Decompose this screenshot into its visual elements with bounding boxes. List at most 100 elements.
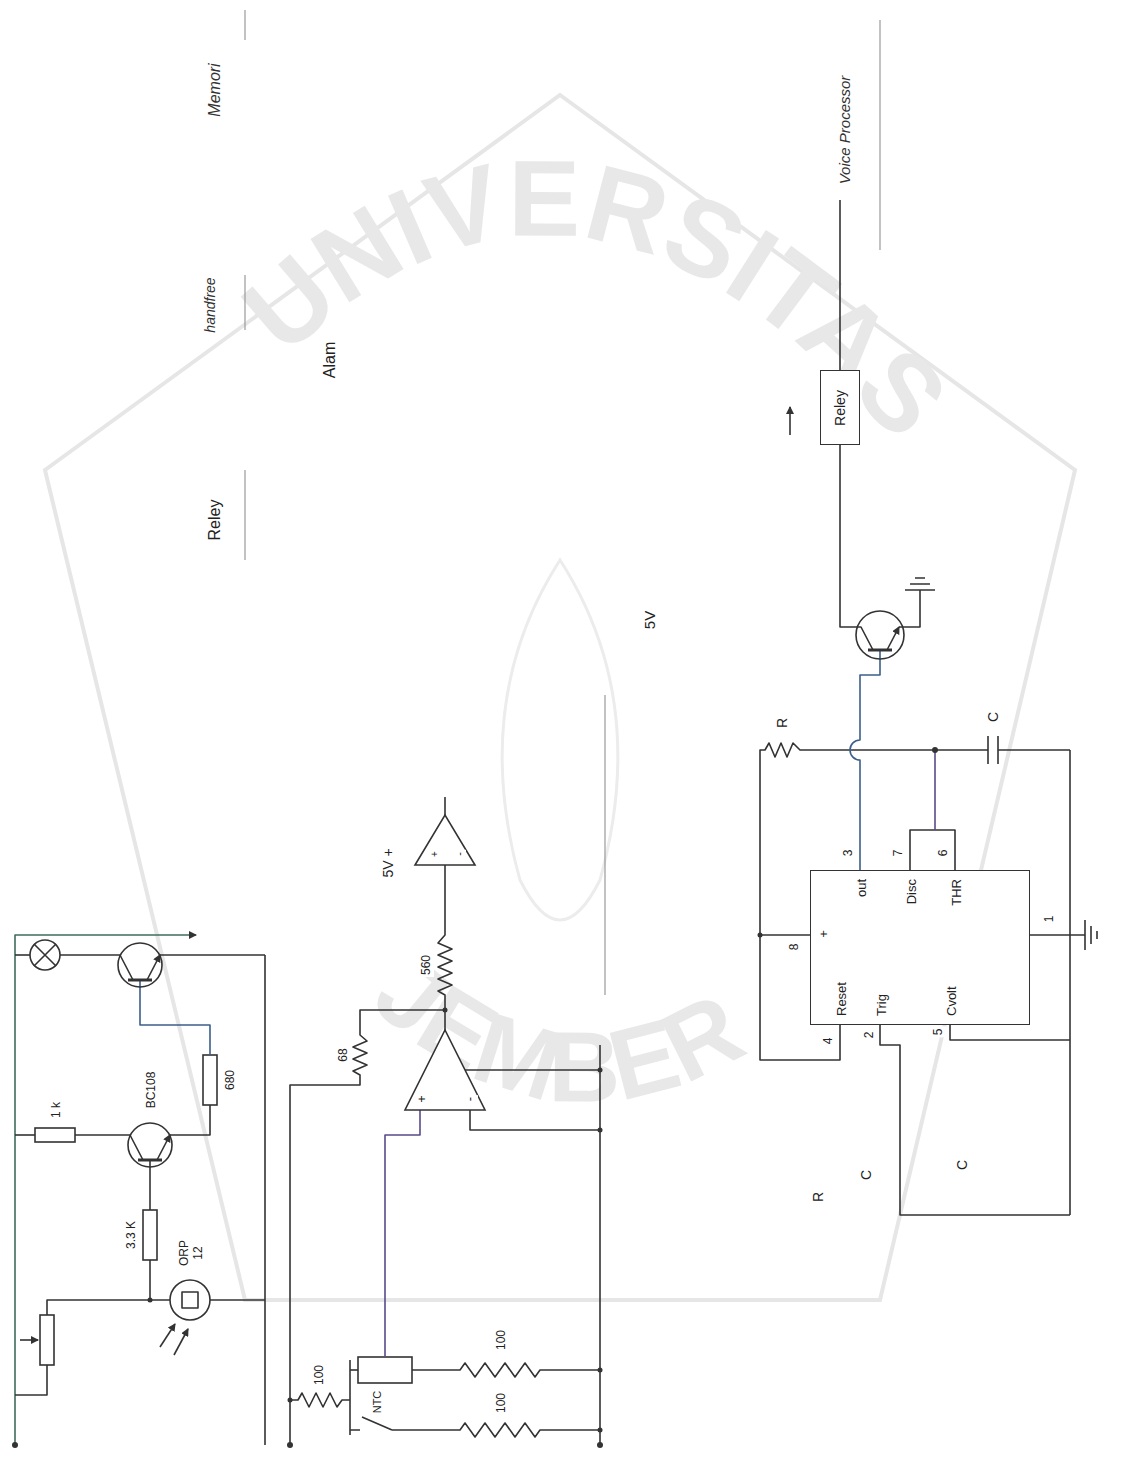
wire	[15, 1134, 35, 1136]
wire	[140, 980, 210, 1055]
resistor-symbol	[412, 1363, 600, 1377]
resistor-symbol	[35, 1128, 75, 1142]
lamp-cross	[34, 944, 56, 966]
component-value: BC108	[145, 1070, 159, 1111]
watermark-text: UNIVERSITAS	[220, 137, 970, 459]
pin-number: 4	[822, 1036, 836, 1047]
block-label: Memori	[206, 61, 224, 118]
wire	[839, 200, 841, 370]
component-value: ORP 12	[178, 1235, 206, 1271]
transistor-collector	[75, 1135, 143, 1160]
wire	[210, 1299, 265, 1301]
pin-name: Trig	[875, 992, 890, 1018]
pin-number: 3	[842, 848, 856, 859]
pin-number: 5	[932, 1027, 946, 1038]
buffer-symbol	[415, 815, 475, 865]
block-rule	[244, 275, 245, 330]
watermark-text: JEMBER	[355, 935, 759, 1123]
terminal-dot	[287, 1442, 293, 1448]
opamp-pin-sign: +	[429, 849, 441, 859]
transistor-collector	[840, 445, 873, 650]
ntc-symbol	[358, 1357, 412, 1383]
timer-ic-box: ResetTrigCvoltoutDiscTHR+	[810, 870, 1030, 1025]
wire	[349, 1360, 351, 1435]
pin-name: Reset	[835, 980, 850, 1018]
pin-name: out	[855, 877, 870, 899]
relay-label: Reley	[832, 388, 848, 428]
junction-dot	[443, 1008, 448, 1013]
component-value: NTC	[371, 1389, 384, 1416]
component-value: 3.3 K	[125, 1219, 139, 1251]
transistor-symbol	[856, 611, 904, 659]
ldr-body	[182, 1292, 198, 1308]
relay-box: Reley	[820, 371, 860, 446]
component-label: C	[858, 1168, 874, 1182]
resistor-symbol	[438, 865, 452, 1030]
wire	[160, 954, 265, 956]
supply-label: 5V	[641, 609, 658, 631]
resistor-symbol	[392, 1423, 600, 1437]
ldr-symbol	[170, 1280, 210, 1320]
wire	[910, 830, 955, 870]
pin-number: 6	[937, 848, 951, 859]
supply-label: 5V +	[380, 846, 396, 879]
transistor-emitter	[157, 1135, 170, 1160]
wire	[950, 1025, 1070, 1040]
wire	[47, 1300, 170, 1315]
supply-wire	[15, 935, 196, 1445]
block-label: handfree	[202, 275, 218, 334]
ground-symbol	[1030, 920, 1097, 950]
wire	[880, 1025, 1070, 1215]
signal-arrow	[789, 407, 791, 435]
terminal-dot	[12, 1442, 18, 1448]
wire	[760, 934, 810, 936]
pin-number: 2	[863, 1030, 877, 1041]
wire	[444, 797, 446, 815]
block-rule	[244, 10, 245, 40]
potentiometer-symbol	[40, 1315, 54, 1365]
wire	[934, 750, 936, 830]
resistor-symbol	[290, 1393, 350, 1407]
watermark-leaf	[502, 560, 618, 920]
junction-dot	[598, 1128, 603, 1133]
pin-name: Cvolt	[945, 984, 960, 1018]
junction-dot	[598, 1368, 603, 1373]
component-label: R	[774, 716, 790, 730]
ground-wire	[1069, 750, 1071, 1215]
resistor-symbol	[143, 1210, 157, 1260]
junction-dot	[598, 1428, 603, 1433]
ground-wire	[599, 1045, 601, 1445]
opamp-pin-sign: -	[453, 850, 466, 858]
transistor-emitter	[147, 955, 160, 980]
terminal-dot	[597, 1442, 603, 1448]
pin-number: 8	[788, 942, 802, 953]
ground-wire	[264, 955, 266, 1445]
wire	[470, 1110, 600, 1130]
opamp-pin-sign: +	[416, 1093, 430, 1104]
watermark-text-holder: UNIVERSITAS	[220, 137, 970, 459]
capacitor-symbol	[935, 736, 1070, 764]
opamp-pin-sign: -	[463, 1095, 478, 1103]
light-arrow	[160, 1324, 175, 1347]
pin-name: THR	[950, 877, 965, 908]
potentiometer-wiper	[20, 1339, 38, 1341]
component-value: 100	[313, 1363, 327, 1387]
component-value: 560	[420, 953, 434, 977]
pin-number: 1	[1043, 914, 1057, 925]
output-wire	[850, 650, 880, 870]
wire	[385, 1110, 420, 1357]
component-label: C	[985, 710, 1001, 724]
resistor-symbol	[203, 1055, 217, 1105]
ntc-switch-symbol	[350, 1417, 392, 1430]
wire	[15, 1365, 47, 1395]
component-value: 68	[337, 1046, 351, 1063]
wire	[350, 1369, 358, 1371]
wire	[170, 1105, 210, 1135]
block-rule	[879, 20, 880, 250]
transistor-collector	[60, 955, 133, 980]
block-rule	[244, 470, 245, 560]
